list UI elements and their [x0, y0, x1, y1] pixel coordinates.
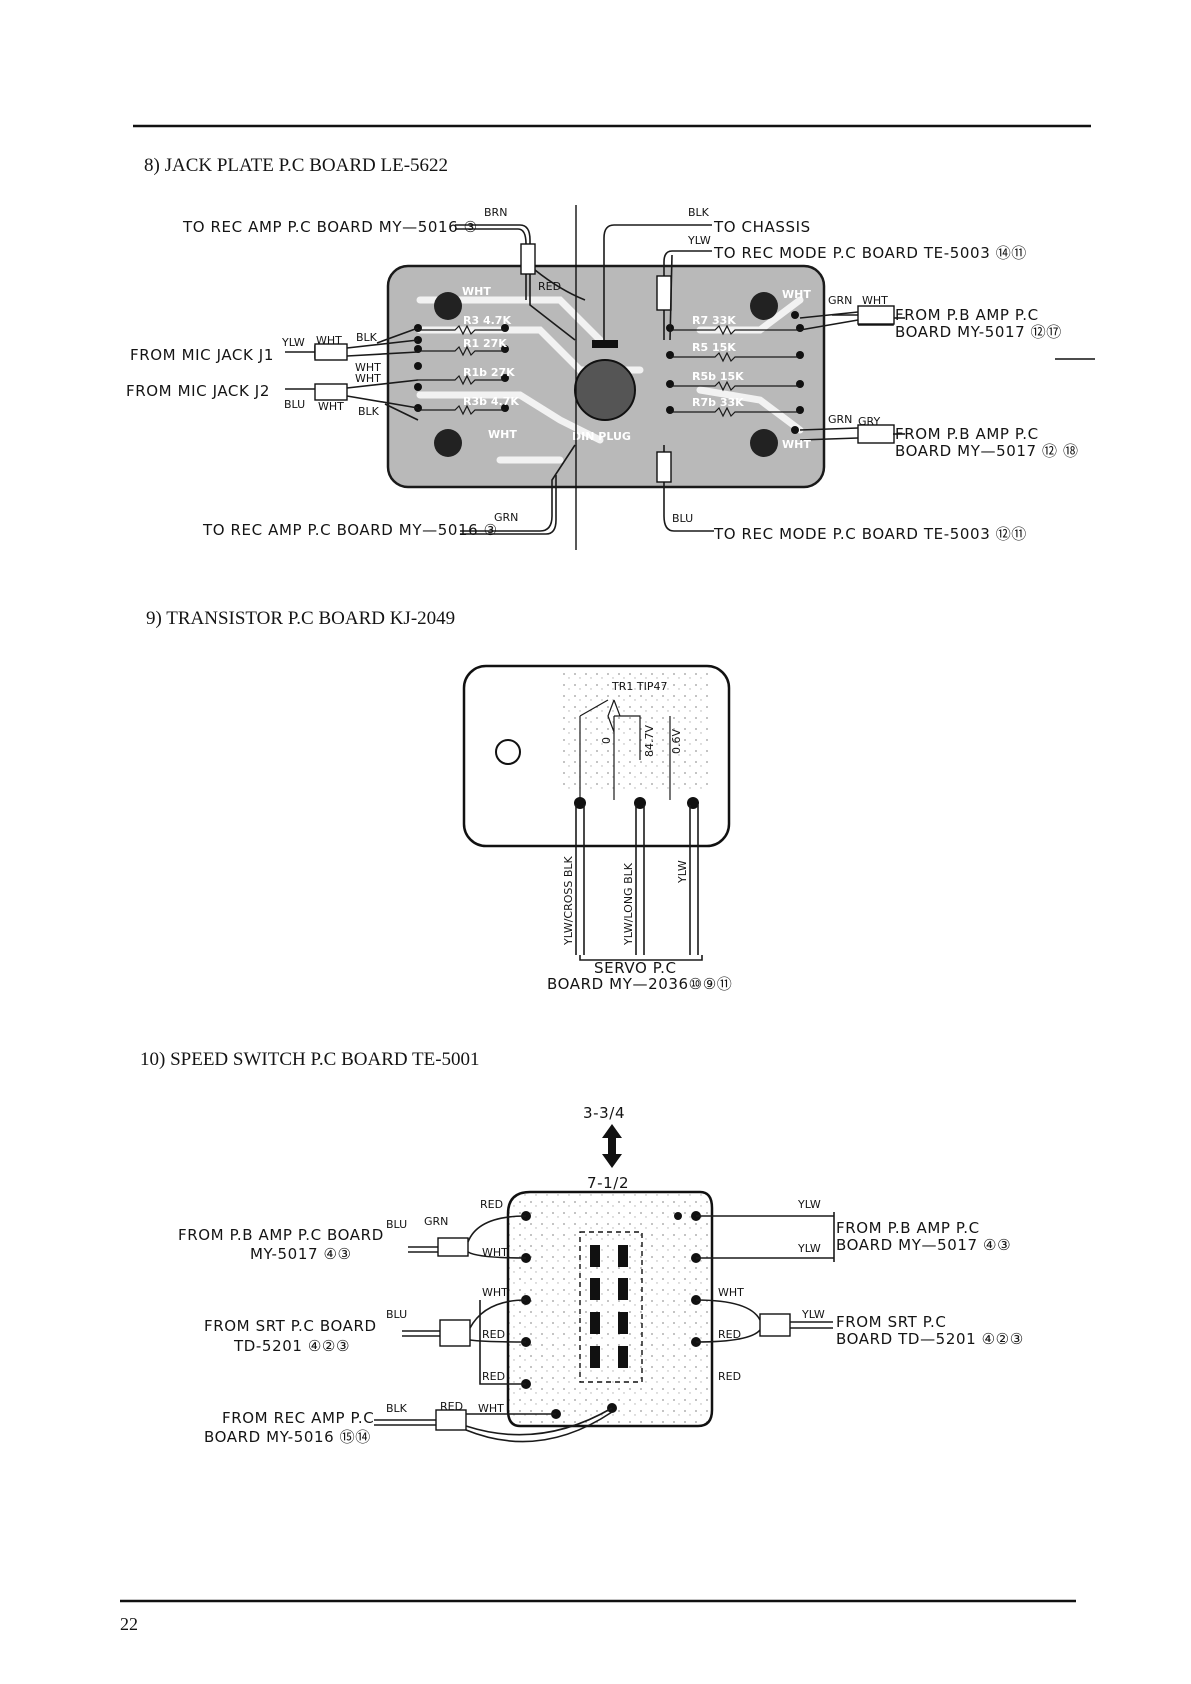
wire-tag-blk: BLK	[688, 206, 710, 219]
wire-tag-gry: GRY	[858, 415, 880, 428]
from-rec-amp-label: FROM REC AMP P.C	[222, 1409, 374, 1427]
wire-tag-blu: BLU	[284, 398, 305, 411]
from-pb-amp-right-label-2: BOARD MY—5017 ④③	[836, 1236, 1011, 1254]
wire-tag-red: RED	[718, 1328, 741, 1341]
from-srt-right-label-2: BOARD TD—5201 ④②③	[836, 1330, 1024, 1348]
wire-tag-blu: BLU	[386, 1218, 407, 1231]
wire-tag-ylw: YLW	[797, 1242, 821, 1255]
from-srt-left-label-2: TD-5201 ④②③	[233, 1337, 350, 1355]
wire-tag-grn: GRN	[828, 413, 852, 426]
wire-tag-blk: BLK	[358, 405, 380, 418]
r1b-label: R1b 27K	[463, 366, 515, 379]
wire-tag-wht: WHT	[482, 1246, 508, 1259]
from-mic-jack-j2-label: FROM MIC JACK J2	[126, 382, 270, 400]
wire-tag-blu: BLU	[386, 1308, 407, 1321]
mount-hole-icon	[750, 292, 778, 320]
wire-tag-wht: WHT	[355, 372, 381, 385]
section-9-title: 9) TRANSISTOR P.C BOARD KJ-2049	[146, 608, 455, 629]
wire-ylw-long-blk: YLW/LONG BLK	[622, 862, 635, 946]
wire-tag-grn: GRN	[494, 511, 518, 524]
mount-hole-icon	[434, 292, 462, 320]
wire-tag-red: RED	[480, 1198, 503, 1211]
wire-tag-ylw: YLW	[801, 1308, 825, 1321]
wire-tag-red: RED	[482, 1370, 505, 1383]
speed-3-3-4-label: 3-3/4	[583, 1104, 625, 1122]
wire-tag-wht: WHT	[782, 438, 811, 451]
r1-label: R1 27K	[463, 337, 507, 350]
wire-tag-grn: GRN	[828, 294, 852, 307]
wire-ylw-cross-blk: YLW/CROSS BLK	[562, 855, 575, 946]
voltage-06v-label: 0.6V	[670, 729, 683, 754]
wire-tag-blu: BLU	[672, 512, 693, 525]
from-rec-amp-label-2: BOARD MY-5016 ⑮⑭	[204, 1428, 371, 1446]
jack-plate-board: R3 4.7K R1 27K R1b 27K R3b 4.7K R7 33K R…	[386, 264, 826, 489]
wire-tag-wht: WHT	[318, 400, 344, 413]
from-pb-amp-right-label: FROM P.B AMP P.C	[836, 1219, 980, 1237]
wire-tag-wht: WHT	[488, 428, 517, 441]
transistor-board: TR1 TIP47 0 84.7V 0.6V	[462, 664, 731, 848]
mount-hole-icon	[495, 739, 521, 765]
wire-ylw: YLW	[676, 860, 689, 884]
r7-label: R7 33K	[692, 314, 736, 327]
wire-tag-red: RED	[482, 1328, 505, 1341]
wire-tag-ylw: YLW	[281, 336, 305, 349]
to-rec-mode-bot-label: TO REC MODE P.C BOARD TE-5003 ⑫⑪	[713, 525, 1027, 543]
page-number: 22	[120, 1614, 138, 1634]
to-rec-amp-top-label: TO REC AMP P.C BOARD MY—5016 ③	[182, 218, 478, 236]
section-10-title: 10) SPEED SWITCH P.C BOARD TE-5001	[140, 1049, 480, 1070]
from-pb-amp-bot-label-2: BOARD MY—5017 ⑫ ⑱	[895, 442, 1079, 460]
r5-label: R5 15K	[692, 341, 736, 354]
from-mic-jack-j1-label: FROM MIC JACK J1	[130, 346, 274, 364]
wire-tag-blk: BLK	[356, 331, 378, 344]
switch-outline	[579, 1231, 643, 1383]
from-pb-amp-bot-label: FROM P.B AMP P.C	[895, 425, 1039, 443]
voltage-84v-label: 84.7V	[643, 725, 656, 757]
wire-tag-wht: WHT	[478, 1402, 504, 1415]
wire-tag-brn: BRN	[484, 206, 507, 219]
wire-tag-wht: WHT	[316, 334, 342, 347]
wire-tag-wht: WHT	[862, 294, 888, 307]
wire-tag-wht: WHT	[462, 285, 491, 298]
mount-hole-icon	[434, 429, 462, 457]
wire-tag-wht: WHT	[718, 1286, 744, 1299]
from-pb-amp-left-label-2: MY-5017 ④③	[250, 1245, 352, 1263]
to-rec-amp-bot-label: TO REC AMP P.C BOARD MY—5016 ③	[202, 521, 498, 539]
mount-hole-icon	[750, 429, 778, 457]
speed-7-1-2-label: 7-1/2	[587, 1174, 629, 1192]
wire-tag-ylw: YLW	[797, 1198, 821, 1211]
r7b-label: R7b 33K	[692, 396, 744, 409]
from-srt-left-label: FROM SRT P.C BOARD	[204, 1317, 377, 1335]
tr1-label: TR1 TIP47	[611, 680, 667, 693]
wire-tag-red: RED	[538, 280, 561, 293]
from-srt-right-label: FROM SRT P.C	[836, 1313, 947, 1331]
servo-board-label: SERVO P.C	[594, 959, 677, 977]
wire-tag-red: RED	[718, 1370, 741, 1383]
servo-board-label-2: BOARD MY—2036⑩⑨⑪	[547, 975, 732, 993]
r5b-label: R5b 15K	[692, 370, 744, 383]
wire-tag-ylw: YLW	[687, 234, 711, 247]
din-plug-label: DIN PLUG	[572, 430, 631, 443]
wire-tag-red: RED	[440, 1400, 463, 1413]
transistor-pcb-area	[560, 672, 710, 790]
from-pb-amp-top-label-2: BOARD MY-5017 ⑫⑰	[895, 323, 1062, 341]
speed-switch-pcb	[506, 1190, 714, 1428]
speed-switch-board	[506, 1190, 714, 1428]
wire-tag-wht: WHT	[482, 1286, 508, 1299]
to-rec-mode-top-label: TO REC MODE P.C BOARD TE-5003 ⑭⑪	[713, 244, 1027, 262]
from-pb-amp-top-label: FROM P.B AMP P.C	[895, 306, 1039, 324]
din-plug-icon	[574, 359, 636, 421]
wire-tag-blk: BLK	[386, 1402, 408, 1415]
voltage-0-label: 0	[600, 737, 613, 744]
from-pb-amp-left-label: FROM P.B AMP P.C BOARD	[178, 1226, 384, 1244]
double-arrow-icon	[602, 1124, 622, 1168]
wire-tag-wht: WHT	[782, 288, 811, 301]
section-8-title: 8) JACK PLATE P.C BOARD LE-5622	[144, 155, 448, 176]
r3-label: R3 4.7K	[463, 314, 511, 327]
wire-tag-wht: WHT	[355, 361, 381, 374]
r3b-label: R3b 4.7K	[463, 395, 519, 408]
wire-tag-grn: GRN	[424, 1215, 448, 1228]
to-chassis-label: TO CHASSIS	[713, 218, 811, 236]
